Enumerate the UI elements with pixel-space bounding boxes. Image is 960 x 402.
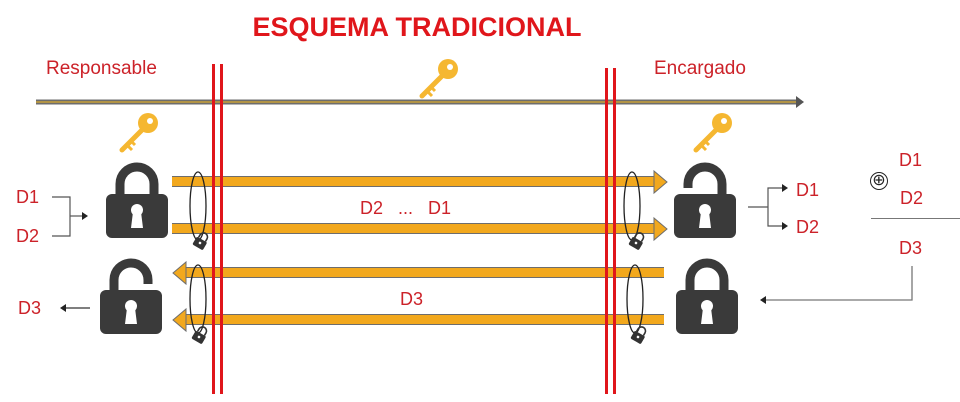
arrowhead-right-icon: [653, 216, 668, 242]
left-output-d3: D3: [18, 298, 42, 318]
barrier-line: [220, 64, 223, 394]
barrier-line: [212, 64, 215, 394]
left-input-d1: D1: [16, 187, 40, 207]
xor-result-d3: D3: [899, 238, 923, 258]
padlock-open-icon: [674, 162, 736, 238]
data-channel-bar: [186, 267, 664, 278]
key-icon: [419, 59, 458, 99]
barrier-line: [613, 68, 616, 394]
diagram-title: ESQUEMA TRADICIONAL: [252, 12, 582, 42]
channel-lower-label: D3: [400, 289, 424, 309]
arrowhead-left-icon: [172, 260, 187, 286]
role-label-responsable: Responsable: [46, 58, 157, 79]
data-channel-bar: [172, 223, 656, 234]
data-channel-bar: [186, 314, 664, 325]
arrowhead-right-icon: [653, 169, 668, 195]
xor-icon: ⊕: [870, 172, 888, 190]
left-input-d2: D2: [16, 226, 40, 246]
padlock-closed-icon: [676, 258, 738, 334]
data-channel-bar: [172, 176, 656, 187]
key-icon: [693, 113, 732, 153]
padlock-open-icon: [100, 258, 162, 334]
right-output-d2: D2: [796, 217, 820, 237]
xor-divider-line: [871, 218, 960, 219]
key-icon: [119, 113, 158, 153]
barrier-line: [605, 68, 608, 394]
role-label-encargado: Encargado: [654, 58, 746, 79]
arrowhead-left-icon: [172, 307, 187, 333]
small-padlock-icon: [191, 232, 647, 344]
xor-operand-d2: D2: [900, 188, 924, 208]
xor-operand-d1: D1: [899, 150, 923, 170]
channel-upper-label: D2 ... D1: [360, 198, 452, 218]
padlock-closed-icon: [106, 162, 168, 238]
right-output-d1: D1: [796, 180, 820, 200]
